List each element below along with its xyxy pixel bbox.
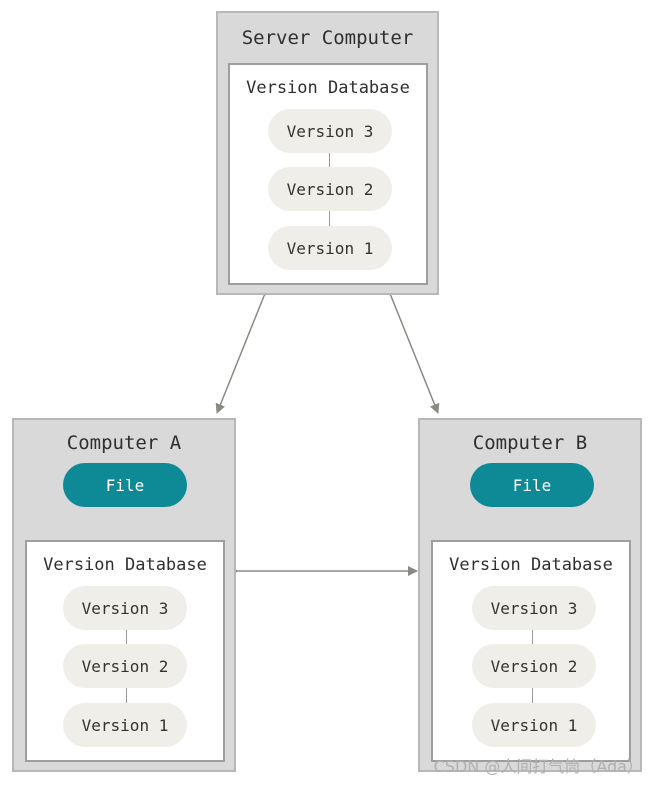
server-db-title: Version Database [246,78,410,98]
computer-a-version-1: Version 1 [63,703,187,747]
computer-a-file: File [63,463,187,507]
computer-a-version-3: Version 3 [63,586,187,630]
watermark: CSDN @人间打气筒（Ada） [433,757,643,776]
computer-b-box: Computer B File Version Database Version… [418,418,642,772]
computer-a-box: Computer A File Version Database Version… [12,418,236,772]
computer-b-file: File [470,463,594,507]
computer-b-version-1: Version 1 [472,703,596,747]
computer-b-version-2: Version 2 [472,644,596,688]
computer-b-version-3: Version 3 [472,586,596,630]
computer-a-version-2: Version 2 [63,644,187,688]
server-version-database: Version Database Version 3 Version 2 Ver… [228,63,428,285]
arrow-server-to-computer-a [215,285,272,414]
server-computer-box: Server Computer Version Database Version… [216,11,439,295]
arrow-server-to-computer-b [383,285,440,414]
computer-b-version-database: Version Database Version 3 Version 2 Ver… [431,540,631,762]
computer-a-db-title: Version Database [43,555,207,575]
server-version-2: Version 2 [268,167,392,211]
computer-a-version-database: Version Database Version 3 Version 2 Ver… [25,540,225,762]
computer-b-db-title: Version Database [449,555,613,575]
server-computer-title: Server Computer [241,27,414,49]
server-version-3: Version 3 [268,109,392,153]
computer-b-title: Computer B [472,432,588,454]
server-version-1: Version 1 [268,226,392,270]
computer-a-title: Computer A [66,432,182,454]
